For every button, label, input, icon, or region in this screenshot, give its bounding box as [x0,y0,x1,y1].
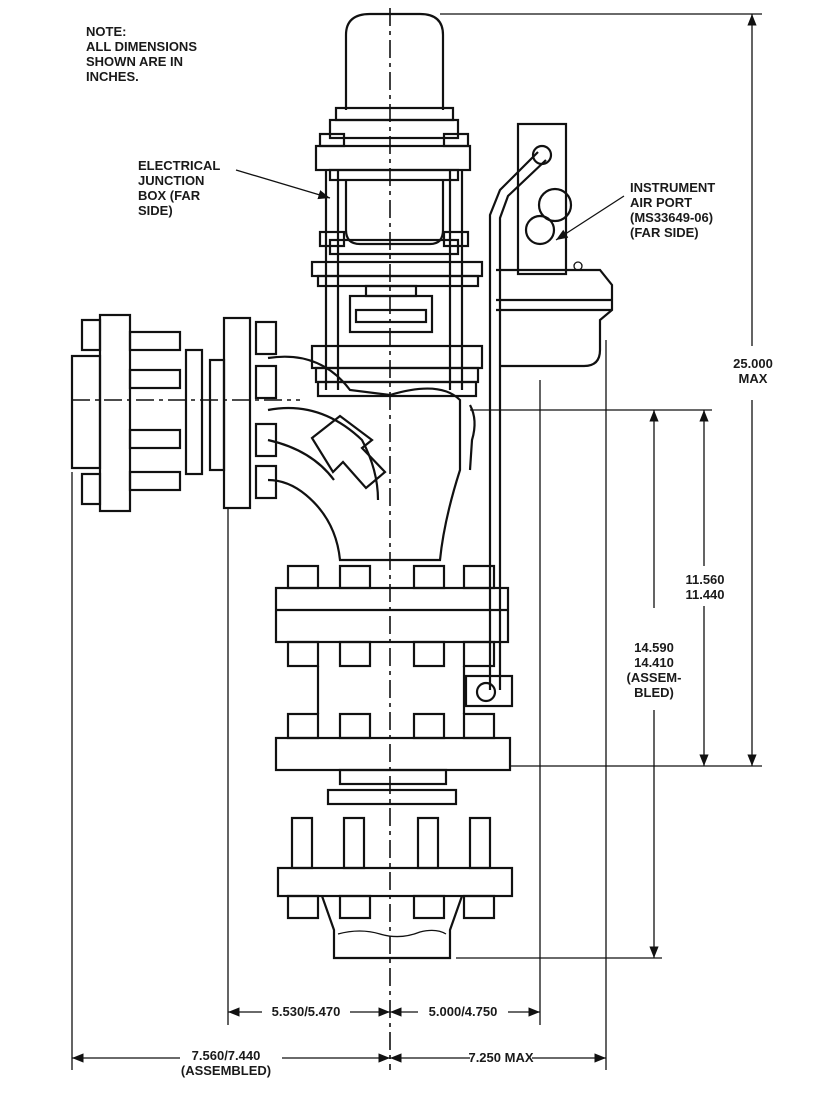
left-offset-dimension: 5.530/5.470 [271,1004,341,1019]
general-note: NOTE: ALL DIMENSIONS SHOWN ARE IN INCHES… [86,24,197,84]
leader-lines [235,169,625,241]
actuator-block [310,284,484,398]
instrument-air-housing [496,122,614,368]
centerlines [72,8,391,1070]
left-assembled-dimension: 7.560/7.440 (ASSEMBLED) [180,1048,272,1078]
right-max-dimension: 7.250 MAX [468,1050,534,1065]
valve-body-flange-lower [274,712,512,806]
actuator-cap [328,12,460,140]
side-outlet-elbow [267,355,462,562]
extension-lines [71,13,762,1070]
junction-box-label: ELECTRICAL JUNCTION BOX (FAR SIDE) [138,158,221,218]
assembled-height-dimension: 14.590 14.410 (ASSEM- BLED) [618,640,690,700]
flange-height-dimension: 11.560 11.440 [678,572,732,602]
bottom-flange [276,816,514,960]
air-tube [464,144,553,708]
left-flange-assembly [70,313,278,513]
right-offset-dimension: 5.000/4.750 [428,1004,498,1019]
valve-body-flange-upper [274,564,510,714]
air-port-label: INSTRUMENT AIR PORT (MS33649-06) (FAR SI… [630,180,716,240]
tie-rods [318,132,470,390]
overall-height-dimension: 25.000 MAX [726,356,780,386]
dimension-lines [72,14,757,1063]
flow-direction-arrow [310,414,387,490]
